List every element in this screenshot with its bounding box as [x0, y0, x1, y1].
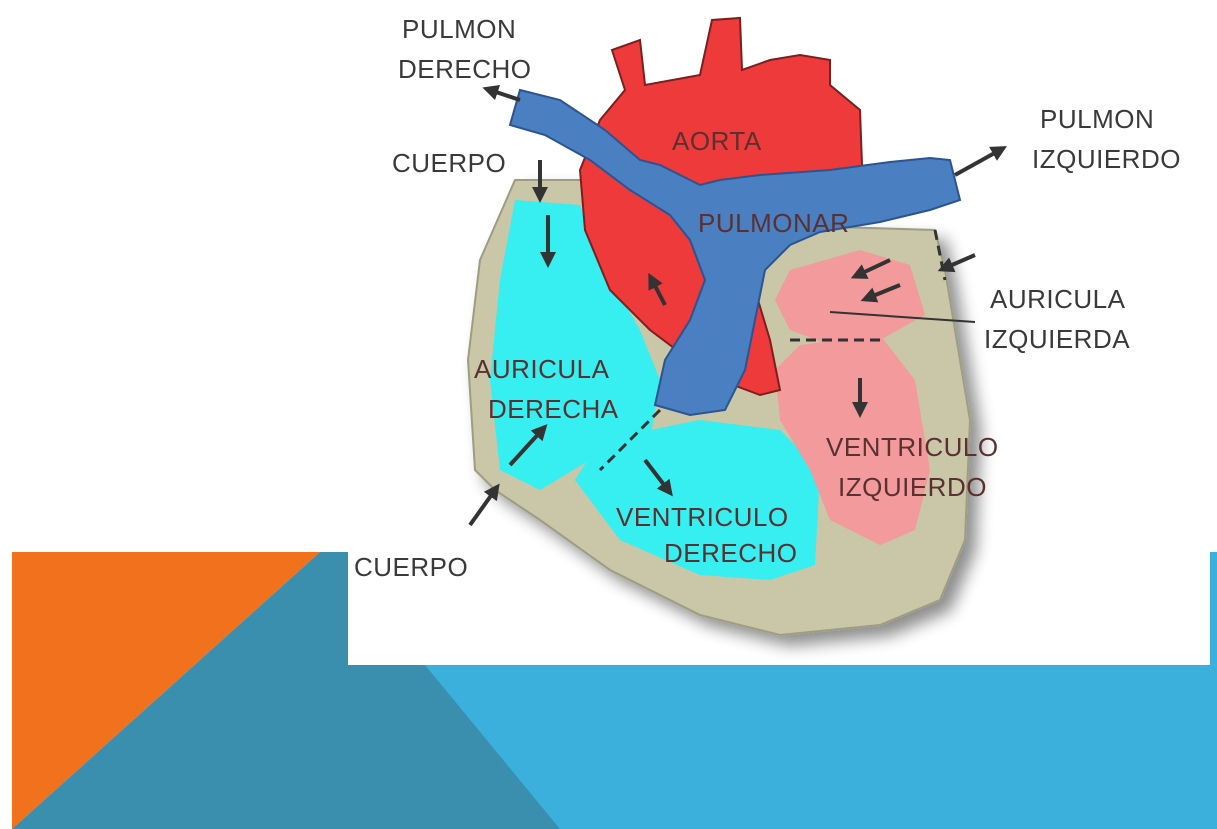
label-pulmon-derecho-2: DERECHO: [398, 54, 532, 84]
right-edge-strip: [1210, 552, 1217, 665]
label-ventriculo-derecho-1: VENTRICULO: [616, 502, 789, 532]
label-cuerpo-top: CUERPO: [392, 148, 506, 178]
label-auricula-derecha-2: DERECHA: [488, 394, 619, 424]
label-auricula-derecha-1: AURICULA: [474, 354, 610, 384]
background-shapes: [12, 540, 1217, 829]
label-auricula-izquierda-2: IZQUIERDA: [984, 324, 1130, 354]
label-auricula-izquierda-1: AURICULA: [990, 284, 1126, 314]
label-pulmonar: PULMONAR: [698, 208, 849, 238]
label-pulmon-izquierdo-1: PULMON: [1040, 104, 1154, 134]
label-cuerpo-bottom: CUERPO: [354, 552, 468, 582]
label-aorta: AORTA: [672, 126, 762, 156]
label-ventriculo-izquierdo-2: IZQUIERDO: [838, 472, 987, 502]
label-ventriculo-izquierdo-1: VENTRICULO: [826, 432, 999, 462]
label-pulmon-derecho-1: PULMON: [402, 14, 516, 44]
label-pulmon-izquierdo-2: IZQUIERDO: [1032, 144, 1181, 174]
label-ventriculo-derecho-2: DERECHO: [664, 538, 798, 568]
